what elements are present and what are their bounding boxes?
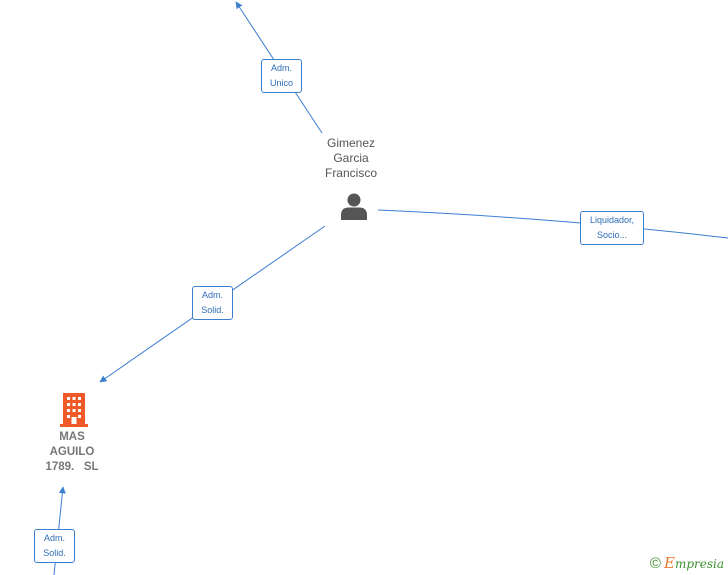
person-icon[interactable]: [339, 191, 369, 221]
role-label-adm-solid[interactable]: Adm. Solid.: [192, 286, 233, 320]
role-label-adm-unico[interactable]: Adm. Unico: [261, 59, 302, 93]
edge-person-to-right: [377, 209, 728, 239]
role-line1: Adm.: [201, 290, 223, 300]
building-icon[interactable]: [58, 391, 90, 427]
role-label-liquidador[interactable]: Liquidador, Socio...: [580, 211, 644, 245]
company-name[interactable]: MAS AGUILO 1789. SL: [27, 430, 117, 475]
role-label-adm-solid-bottom[interactable]: Adm. Solid.: [34, 529, 75, 563]
role-line2: Solid.: [43, 548, 66, 558]
role-line2: Solid.: [201, 305, 224, 315]
role-line1: Adm.: [43, 533, 65, 543]
empresia-watermark: ©Empresia: [650, 554, 724, 572]
company-name-line1: MAS: [59, 431, 85, 443]
role-line2: Socio...: [596, 230, 627, 240]
person-name-line2: Garcia: [333, 151, 369, 165]
company-name-line3: 1789. SL: [45, 461, 99, 473]
role-line2: Unico: [269, 78, 293, 88]
company-name-line2: AGUILO: [49, 446, 95, 458]
person-name[interactable]: Gimenez Garcia Francisco: [311, 136, 391, 181]
watermark-e: E: [663, 554, 675, 572]
person-name-line1: Gimenez: [326, 136, 376, 150]
role-line1: Adm.: [270, 63, 292, 73]
role-line1: Liquidador,: [589, 215, 635, 225]
watermark-rest: mpresia: [674, 557, 724, 571]
copyright-icon: ©: [649, 555, 661, 572]
person-name-line3: Francisco: [324, 166, 377, 180]
